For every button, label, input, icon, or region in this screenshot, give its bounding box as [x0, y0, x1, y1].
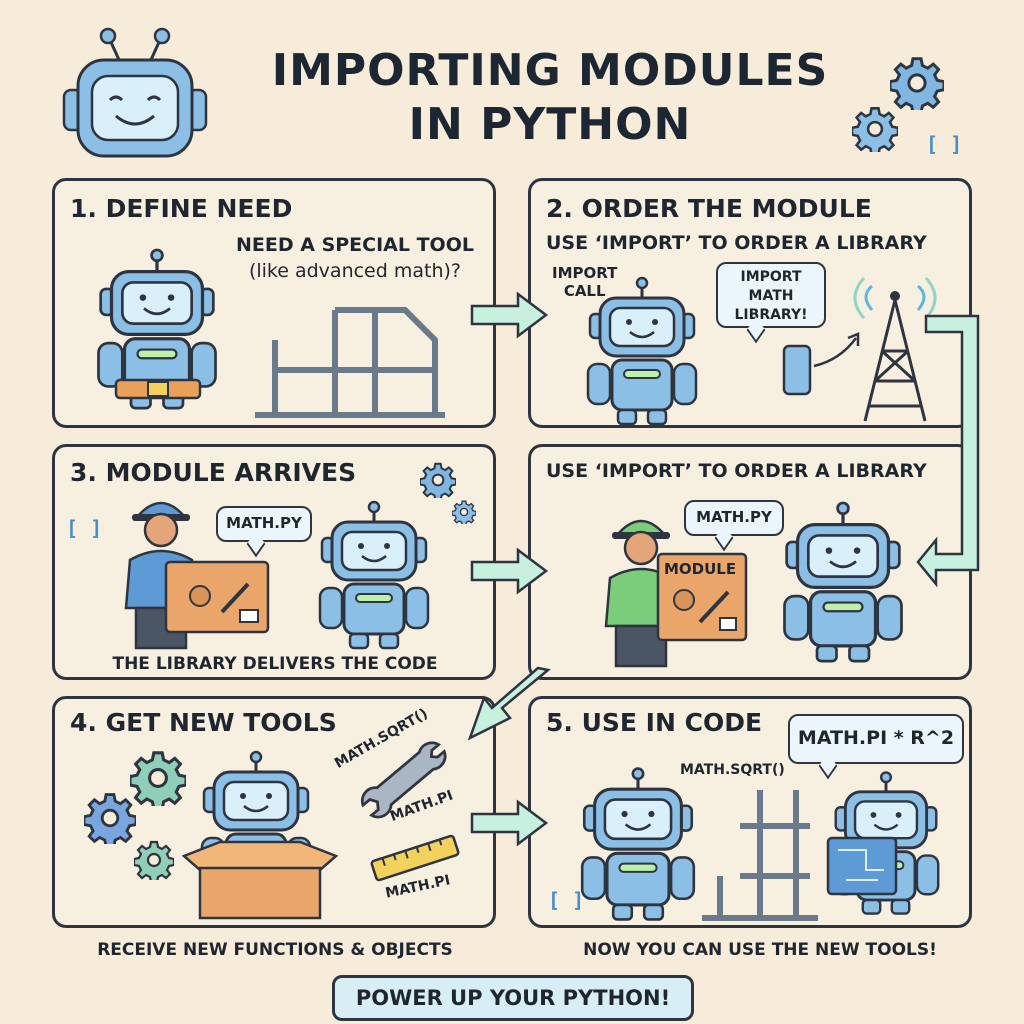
- header-bracket-icon: [ ]: [926, 132, 963, 156]
- panel-2-subheading: USE ‘IMPORT’ TO ORDER A LIBRARY: [546, 232, 927, 254]
- title-line-2: IN PYTHON: [408, 99, 692, 150]
- panel-3-robot-icon: [318, 500, 430, 650]
- panel-3b-module-box-icon: [656, 552, 748, 642]
- panel-3b-robot-icon: [782, 501, 904, 663]
- panel-1-speech: NEED A SPECIAL TOOL (like advanced math)…: [236, 232, 474, 284]
- panel-5-bracket-icon: [ ]: [548, 888, 585, 912]
- panel-4-caption: RECEIVE NEW FUNCTIONS & OBJECTS: [97, 940, 453, 960]
- panel-1-speech-line-1: NEED A SPECIAL TOOL: [236, 234, 474, 256]
- panel-3b-box-label: MODULE: [664, 560, 737, 578]
- panel-3b-speech-bubble: MATH.PY: [684, 500, 784, 536]
- panel-3-caption: THE LIBRARY DELIVERS THE CODE: [112, 654, 438, 674]
- header-gear-large-icon: [890, 57, 944, 110]
- panel-1-heading: 1. DEFINE NEED: [70, 194, 293, 223]
- panel-2-heading: 2. ORDER THE MODULE: [546, 194, 872, 223]
- flow-arrow-3-to-3b: [470, 547, 549, 595]
- power-up-banner: POWER UP YOUR PYTHON!: [332, 975, 694, 1021]
- panel-1-toolbelt-icon: [114, 378, 202, 400]
- panel-4-gear-small-icon: [134, 840, 174, 880]
- header-robot-icon: [62, 27, 208, 158]
- panel-5-blueprint-icon: [826, 836, 898, 896]
- panel-5-code-label: MATH.SQRT(): [680, 762, 785, 778]
- panel-2-import-call-line-2: CALL: [563, 282, 606, 300]
- panel-3-gear-small-icon: [452, 500, 476, 524]
- title-line-1: IMPORTING MODULES: [271, 45, 829, 96]
- panel-2-import-call-line-1: IMPORT: [552, 264, 618, 282]
- page-title: IMPORTING MODULES IN PYTHON: [200, 44, 900, 152]
- header-gear-small-icon: [852, 107, 898, 152]
- panel-4-heading: 4. GET NEW TOOLS: [70, 708, 337, 737]
- panel-2-bubble-line-3: LIBRARY!: [734, 307, 808, 323]
- flow-arrow-4-to-5: [470, 799, 549, 847]
- flow-arrow-2-to-3b: [916, 314, 980, 588]
- panel-3-bracket-icon: [ ]: [66, 516, 103, 540]
- panel-5-heading: 5. USE IN CODE: [546, 708, 763, 737]
- panel-2-robot-icon: [586, 276, 698, 426]
- panel-2-speech-bubble: IMPORT MATH LIBRARY!: [716, 262, 826, 328]
- panel-4-open-box-icon: [181, 840, 339, 920]
- panel-2-bubble-line-2: MATH: [748, 288, 794, 304]
- panel-5-scaffold-icon: [702, 790, 818, 921]
- panel-5-speech-bubble: MATH.PI * R^2: [788, 714, 964, 764]
- flow-arrow-1-to-2: [470, 291, 549, 339]
- panel-3-gear-icon: [420, 462, 456, 498]
- panel-2-phone-icon: [782, 344, 812, 396]
- panel-3-speech-bubble: MATH.PY: [216, 506, 312, 542]
- panel-2-tower-icon: [853, 276, 937, 422]
- panel-2-bubble-line-1: IMPORT: [740, 269, 802, 285]
- panel-5-caption: NOW YOU CAN USE THE NEW TOOLS!: [583, 940, 937, 960]
- panel-2-import-call: IMPORT CALL: [552, 264, 617, 300]
- panel-4-ruler-icon: [370, 834, 460, 882]
- panel-4-gear-green-icon: [130, 751, 186, 806]
- panel-3-heading: 3. MODULE ARRIVES: [70, 458, 357, 487]
- panel-1-scaffold-icon: [255, 307, 445, 418]
- panel-3b-heading: USE ‘IMPORT’ TO ORDER A LIBRARY: [546, 460, 927, 482]
- flow-arrow-3b-to-4: [467, 666, 551, 741]
- panel-4-gear-blue-icon: [84, 793, 136, 844]
- panel-3-package-icon: [164, 560, 270, 634]
- panel-5-robot-left-icon: [580, 767, 696, 921]
- panel-2-signal-arrow-icon: [813, 332, 860, 368]
- panel-1-speech-line-2: (like advanced math)?: [248, 260, 461, 282]
